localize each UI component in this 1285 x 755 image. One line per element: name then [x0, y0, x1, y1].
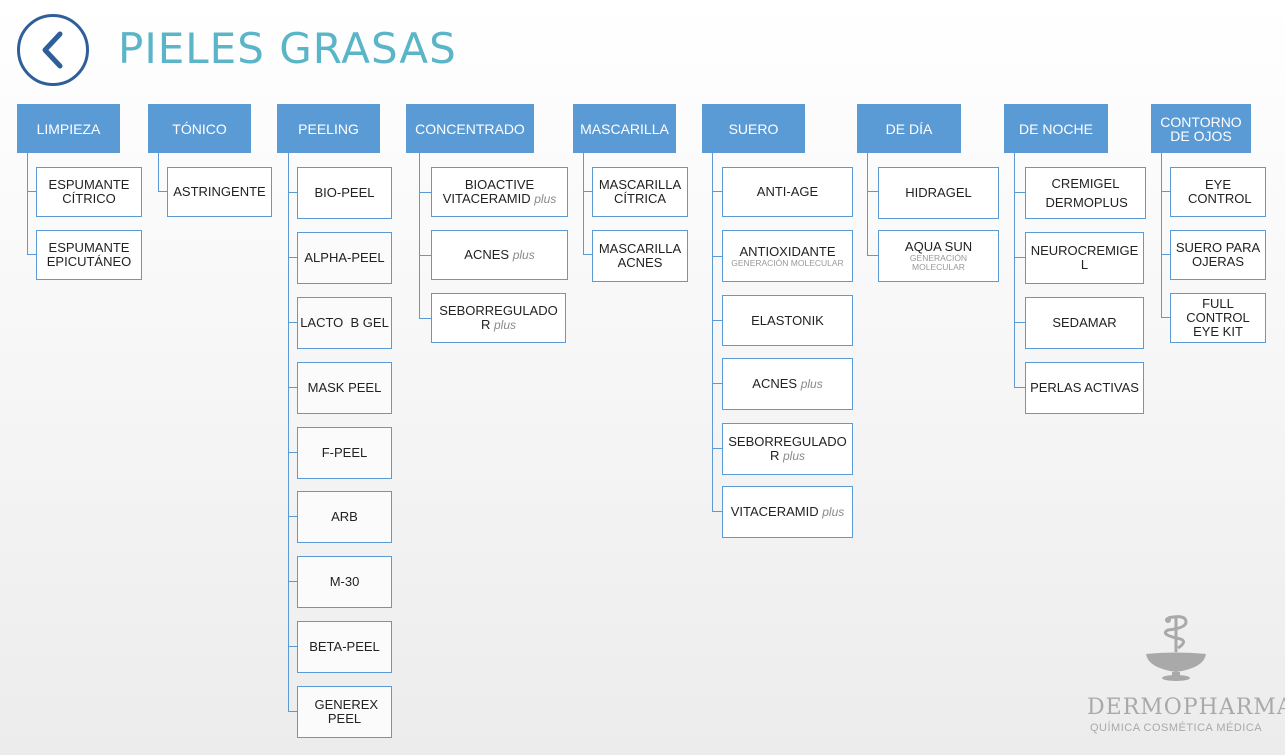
product-lacto-b-gel[interactable]: LACTO B GEL: [297, 297, 392, 349]
caduceus-bowl-icon: [1146, 615, 1206, 681]
product-name: ESPUMANTE CÍTRICO: [48, 177, 130, 206]
product-subtitle: GENERACIÓN MOLECULAR: [909, 253, 968, 272]
brand-tagline: QUÍMICA COSMÉTICA MÉDICA: [1090, 722, 1263, 734]
product-name: SUERO PARA OJERAS: [1175, 240, 1261, 269]
product-suffix: plus: [494, 318, 517, 332]
product-suffix: plus: [512, 248, 535, 262]
page-title: PIELES GRASAS: [118, 24, 457, 73]
product-name: ESPUMANTE EPICUTÁNEO: [46, 240, 132, 269]
product-name: ALPHA-PEEL: [304, 250, 385, 265]
product-mascarilla-acnes[interactable]: MASCARILLA ACNES: [592, 230, 688, 282]
connector-tonico: [158, 153, 159, 191]
product-generex-peel[interactable]: GENEREX PEEL: [297, 686, 392, 738]
product-bio-peel[interactable]: BIO-PEEL: [297, 167, 392, 219]
connector-de-noche: [1014, 153, 1015, 387]
connector-concentrado: [419, 153, 420, 318]
category-suero[interactable]: SUERO: [702, 104, 805, 153]
product-sedamar[interactable]: SEDAMAR: [1025, 297, 1144, 349]
chevron-left-icon: [42, 31, 63, 69]
product-bioactive-vitaceramid[interactable]: BIOACTIVE VITACERAMID plus: [431, 167, 568, 217]
back-button[interactable]: [17, 14, 89, 86]
product-elastonik[interactable]: ELASTONIK: [722, 295, 853, 346]
product-suero-para-ojeras[interactable]: SUERO PARA OJERAS: [1170, 230, 1266, 280]
product-mask-peel[interactable]: MASK PEEL: [297, 362, 392, 414]
category-contorno-de-ojos[interactable]: CONTORNO DE OJOS: [1151, 104, 1251, 153]
product-name: MASCARILLA ACNES: [598, 241, 682, 270]
product-seborregulador-suero[interactable]: SEBORREGULADOR plus: [722, 423, 853, 475]
product-name: BETA-PEEL: [309, 639, 380, 654]
product-acnes[interactable]: ACNES plus: [431, 230, 568, 280]
product-acnes-suero[interactable]: ACNES plus: [722, 358, 853, 410]
product-suffix: plus: [783, 449, 806, 463]
product-name: ACNES: [464, 247, 510, 262]
product-name: LACTO B GEL: [300, 315, 389, 330]
product-name: PERLAS ACTIVAS: [1030, 380, 1139, 395]
category-tonico[interactable]: TÓNICO: [148, 104, 251, 153]
product-suffix: plus: [822, 505, 845, 519]
product-name: ASTRINGENTE: [173, 184, 266, 199]
product-espumante-epicutaneo[interactable]: ESPUMANTE EPICUTÁNEO: [36, 230, 142, 280]
product-name: MASK PEEL: [307, 380, 382, 395]
product-anti-age[interactable]: ANTI-AGE: [722, 167, 853, 217]
product-name: BIO-PEEL: [314, 185, 375, 200]
product-arb[interactable]: ARB: [297, 491, 392, 543]
product-name: SEBORREGULADOR: [728, 434, 847, 463]
product-name: FULL CONTROL EYE KIT: [1186, 296, 1250, 339]
product-name: HIDRAGEL: [905, 185, 972, 200]
product-name: F-PEEL: [321, 445, 368, 460]
brand-name: DERMOPHARMA®: [1087, 695, 1285, 720]
product-mascarilla-citrica[interactable]: MASCARILLA CÍTRICA: [592, 167, 688, 217]
product-suffix: plus: [534, 192, 557, 206]
product-m-30[interactable]: M-30: [297, 556, 392, 608]
product-name: ACNES: [752, 376, 798, 391]
product-full-control-eye-kit[interactable]: FULL CONTROL EYE KIT: [1170, 293, 1266, 343]
category-de-noche[interactable]: DE NOCHE: [1004, 104, 1108, 153]
product-hidragel[interactable]: HIDRAGEL: [878, 167, 999, 219]
product-alpha-peel[interactable]: ALPHA-PEEL: [297, 232, 392, 284]
product-name: GENEREX PEEL: [314, 697, 379, 726]
product-name: BIOACTIVE VITACERAMID: [442, 177, 535, 206]
product-name: ELASTONIK: [751, 312, 824, 328]
product-neurocremigel[interactable]: NEUROCREMIGEL: [1025, 232, 1144, 284]
connector-peeling: [288, 153, 289, 712]
product-beta-peel[interactable]: BETA-PEEL: [297, 621, 392, 673]
product-name: ANTIOXIDANTE: [739, 243, 836, 259]
product-cremigel-dermoplus[interactable]: CREMIGEL DERMOPLUS: [1025, 167, 1146, 219]
product-name: NEUROCREMIGEL: [1030, 243, 1139, 272]
connector-contorno-de-ojos: [1161, 153, 1162, 317]
connector-limpieza: [27, 153, 28, 254]
product-perlas-activas[interactable]: PERLAS ACTIVAS: [1025, 362, 1144, 414]
product-suffix: plus: [800, 377, 823, 391]
product-eye-control[interactable]: EYE CONTROL: [1170, 167, 1266, 217]
category-limpieza[interactable]: LIMPIEZA: [17, 104, 120, 153]
connector-de-dia: [867, 153, 868, 255]
product-name: SEDAMAR: [1052, 315, 1117, 330]
product-f-peel[interactable]: F-PEEL: [297, 427, 392, 479]
product-name: ANTI-AGE: [756, 184, 819, 199]
product-name: SEBORREGULADOR: [439, 303, 558, 332]
product-name: AQUA SUN: [904, 239, 973, 254]
category-peeling[interactable]: PEELING: [277, 104, 380, 153]
product-espumante-citrico[interactable]: ESPUMANTE CÍTRICO: [36, 167, 142, 217]
connector-mascarilla: [583, 153, 584, 254]
product-name: EYE CONTROL: [1188, 177, 1252, 206]
category-mascarilla[interactable]: MASCARILLA: [573, 104, 676, 153]
product-name: MASCARILLA CÍTRICA: [598, 177, 682, 206]
product-name: ARB: [331, 509, 358, 524]
product-astringente[interactable]: ASTRINGENTE: [167, 167, 272, 217]
category-concentrado[interactable]: CONCENTRADO: [406, 104, 534, 153]
category-de-dia[interactable]: DE DÍA: [857, 104, 961, 153]
product-subtitle: GENERACIÓN MOLECULAR: [731, 257, 844, 268]
product-name: CREMIGEL DERMOPLUS: [1045, 176, 1128, 210]
product-name: VITACERAMID: [730, 504, 819, 519]
product-name: M-30: [329, 574, 360, 589]
product-seborregulador[interactable]: SEBORREGULADOR plus: [431, 293, 566, 343]
product-vitaceramid[interactable]: VITACERAMID plus: [722, 486, 853, 538]
connector-suero: [712, 153, 713, 511]
